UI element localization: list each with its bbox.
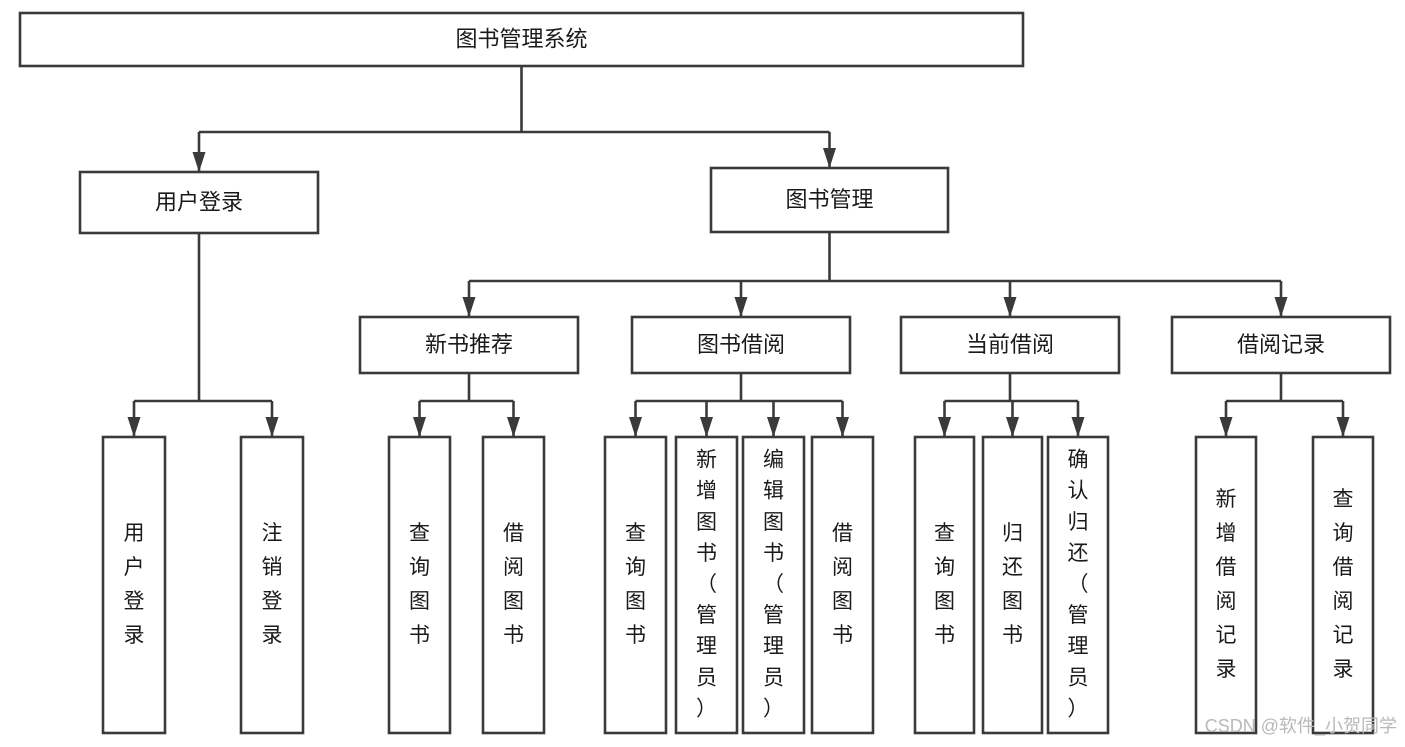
node-current-borrow-box [899, 315, 1121, 375]
node-book-borrow-box [630, 315, 852, 375]
node-leaf-user-login[interactable]: 用户登录 [101, 435, 167, 735]
arrow-head-leaf-query-book-recommend [413, 417, 426, 437]
node-leaf-borrow-book-recommend-box [481, 435, 546, 735]
node-book-management[interactable]: 图书管理 [709, 166, 950, 234]
node-leaf-query-book-recommend-label: 查询图书 [409, 522, 430, 647]
node-leaf-borrow-book-label: 借阅图书 [832, 522, 853, 647]
node-leaf-query-book-recommend[interactable]: 查询图书 [387, 435, 452, 735]
node-new-book-recommend[interactable]: 新书推荐 [358, 315, 580, 375]
node-leaf-query-borrow-record-label: 查询借阅记录 [1333, 488, 1354, 681]
node-borrow-record-box [1170, 315, 1392, 375]
arrow-head-leaf-borrow-book [836, 417, 849, 437]
arrow-head-new-book-recommend [462, 297, 476, 317]
node-leaf-logout-box [239, 435, 305, 735]
arrow-head-leaf-add-book-admin [700, 417, 713, 437]
node-leaf-add-book-admin-box [674, 435, 739, 735]
arrow-head-leaf-query-book-current [938, 417, 951, 437]
node-leaf-return-book-label: 归还图书 [1002, 522, 1023, 647]
node-leaf-confirm-return-admin[interactable]: 确认归还（管理员） [1046, 435, 1110, 735]
node-leaf-confirm-return-admin-label: 确认归还（管理员） [1068, 448, 1089, 720]
node-leaf-borrow-book[interactable]: 借阅图书 [810, 435, 875, 735]
node-leaf-add-borrow-record-label: 新增借阅记录 [1216, 488, 1237, 681]
node-leaf-borrow-book-recommend-label: 借阅图书 [503, 522, 524, 647]
arrow-head-leaf-return-book [1006, 417, 1019, 437]
node-book-borrow-label: 图书借阅 [697, 332, 785, 357]
node-leaf-query-book-borrow[interactable]: 查询图书 [603, 435, 668, 735]
node-leaf-confirm-return-admin-box [1046, 435, 1110, 735]
node-user-login-label: 用户登录 [155, 189, 243, 214]
arrow-head-leaf-confirm-return-admin [1071, 417, 1085, 437]
node-current-borrow-label: 当前借阅 [966, 332, 1054, 357]
node-book-management-box [709, 166, 950, 234]
node-leaf-query-borrow-record[interactable]: 查询借阅记录 [1311, 435, 1375, 735]
node-borrow-record[interactable]: 借阅记录 [1170, 315, 1392, 375]
node-book-borrow[interactable]: 图书借阅 [630, 315, 852, 375]
node-borrow-record-label: 借阅记录 [1237, 332, 1325, 357]
arrow-head-current-borrow [1003, 297, 1017, 317]
node-leaf-query-borrow-record-box [1311, 435, 1375, 735]
node-root[interactable]: 图书管理系统 [18, 11, 1025, 68]
watermark-label: CSDN @软件_小贺同学 [1205, 716, 1397, 737]
node-leaf-query-book-current-box [913, 435, 976, 735]
node-layer: 图书管理系统用户登录图书管理新书推荐图书借阅当前借阅借阅记录用户登录注销登录查询… [18, 11, 1392, 735]
arrow-head-borrow-record [1274, 297, 1288, 317]
node-leaf-user-login-box [101, 435, 167, 735]
node-leaf-borrow-book-recommend[interactable]: 借阅图书 [481, 435, 546, 735]
node-user-login[interactable]: 用户登录 [78, 170, 320, 235]
node-leaf-add-borrow-record[interactable]: 新增借阅记录 [1194, 435, 1258, 735]
node-root-label: 图书管理系统 [455, 26, 587, 51]
node-leaf-query-book-current-label: 查询图书 [934, 522, 955, 647]
node-leaf-add-book-admin-label: 新增图书（管理员） [696, 448, 717, 720]
node-leaf-add-book-admin[interactable]: 新增图书（管理员） [674, 435, 739, 735]
node-leaf-edit-book-admin-box [741, 435, 806, 735]
node-leaf-return-book[interactable]: 归还图书 [981, 435, 1044, 735]
node-leaf-user-login-label: 用户登录 [124, 522, 145, 647]
node-new-book-recommend-box [358, 315, 580, 375]
arrow-head-leaf-edit-book-admin [767, 417, 780, 437]
arrow-head-leaf-user-login [127, 417, 141, 437]
node-leaf-edit-book-admin-label: 编辑图书（管理员） [763, 448, 784, 720]
node-leaf-query-book-borrow-label: 查询图书 [625, 522, 646, 647]
arrow-head-book-management [823, 148, 836, 168]
arrow-head-leaf-logout [265, 417, 279, 437]
node-leaf-add-borrow-record-box [1194, 435, 1258, 735]
node-leaf-query-book-current[interactable]: 查询图书 [913, 435, 976, 735]
node-leaf-edit-book-admin[interactable]: 编辑图书（管理员） [741, 435, 806, 735]
node-leaf-borrow-book-box [810, 435, 875, 735]
node-leaf-logout[interactable]: 注销登录 [239, 435, 305, 735]
arrow-head-leaf-query-borrow-record [1336, 417, 1350, 437]
node-book-management-label: 图书管理 [785, 187, 873, 212]
node-leaf-query-book-borrow-box [603, 435, 668, 735]
node-leaf-return-book-box [981, 435, 1044, 735]
node-new-book-recommend-label: 新书推荐 [425, 332, 513, 357]
arrow-head-leaf-query-book-borrow [629, 417, 642, 437]
node-current-borrow[interactable]: 当前借阅 [899, 315, 1121, 375]
arrow-head-user-login [192, 152, 206, 172]
arrow-head-leaf-add-borrow-record [1219, 417, 1233, 437]
node-user-login-box [78, 170, 320, 235]
node-root-box [18, 11, 1025, 68]
node-leaf-query-book-recommend-box [387, 435, 452, 735]
node-leaf-logout-label: 注销登录 [262, 522, 283, 647]
arrow-head-leaf-borrow-book-recommend [507, 417, 520, 437]
connector-layer [127, 66, 1350, 437]
arrow-head-book-borrow [734, 297, 748, 317]
